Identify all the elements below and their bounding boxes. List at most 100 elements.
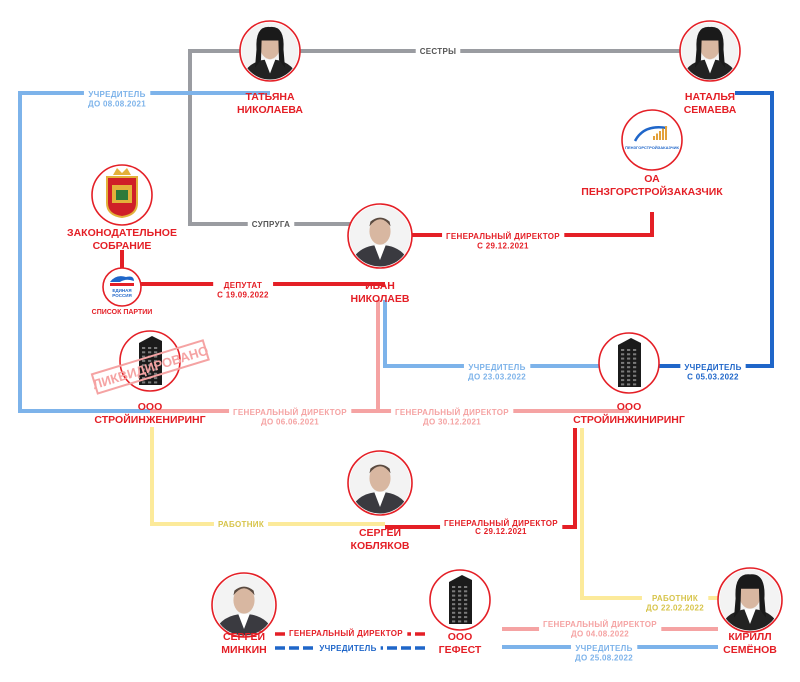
label-background	[463, 362, 531, 383]
label-background	[440, 518, 563, 537]
label-background	[391, 407, 514, 428]
label-koblyakov-worker: РАБОТНИК	[213, 518, 269, 530]
label-background	[415, 45, 461, 57]
label-minkin-founder: УЧРЕДИТЕЛЬ	[315, 642, 381, 654]
label-line: ГЕНЕРАЛЬНЫЙ ДИРЕКТОР	[446, 232, 560, 241]
node-name-line: ЗАКОНОДАТЕЛЬНОЕ	[67, 227, 177, 239]
building-icon	[618, 338, 641, 387]
party-logo-text: РОССИЯ	[112, 293, 131, 298]
node-name-line: СЕМЁНОВ	[723, 643, 777, 656]
node-name-line: СЕРГЕЙ	[223, 630, 265, 643]
node-name-line: ООО	[138, 401, 163, 413]
person-silhouette	[213, 574, 275, 636]
label-line: ДО 08.08.2021	[88, 100, 146, 109]
node-name-line: ООО	[617, 401, 642, 413]
label-line: ДО 06.06.2021	[261, 418, 319, 427]
label-background	[641, 593, 709, 614]
label-line: ДО 25.08.2022	[575, 654, 633, 663]
node-name-line: ИВАН	[365, 280, 395, 292]
label-line: РАБОТНИК	[218, 520, 264, 529]
label-line: ДО 23.03.2022	[468, 373, 526, 382]
node-name-line: СТРОЙИНЖИНИРИНГ	[573, 413, 685, 426]
label-line: СЕСТРЫ	[420, 47, 457, 56]
label-line: ДО 04.08.2022	[571, 630, 629, 639]
node-name-line: СОБРАНИЕ	[93, 240, 152, 252]
edge-spouse	[188, 49, 385, 226]
label-background	[539, 619, 662, 640]
person-silhouette	[349, 205, 411, 267]
node-name-line: КИРИЛЛ	[728, 631, 771, 643]
label-line: ГЕНЕРАЛЬНЫЙ ДИРЕКТОР	[395, 408, 509, 417]
label-background	[570, 643, 638, 664]
party-caption: СПИСОК ПАРТИИ	[92, 309, 153, 316]
node-name-line: НИКОЛАЕВА	[237, 104, 303, 116]
label-line: ГЕНЕРАЛЬНЫЙ ДИРЕКТОР	[444, 519, 558, 528]
node-pgsz: ПЕНЗГОРСТРОЙЗАКАЗЧИКОАПЕНЗГОРСТРОЙЗАКАЗЧ…	[581, 109, 723, 198]
person-silhouette	[349, 452, 411, 514]
label-background	[229, 407, 352, 428]
label-background	[83, 89, 151, 110]
node-name-line: ТАТЬЯНА	[245, 91, 295, 103]
node-name-line: ООО	[448, 631, 473, 643]
coat-of-arms-icon	[106, 168, 138, 219]
label-line: С 29.12.2021	[477, 242, 529, 251]
label-line: УЧРЕДИТЕЛЬ	[319, 644, 376, 653]
label-line: УЧРЕДИТЕЛЬ	[88, 90, 145, 99]
label-background	[680, 362, 746, 383]
edge-koblyakov-worker	[150, 427, 385, 526]
label-line: УЧРЕДИТЕЛЬ	[684, 363, 741, 372]
label-background	[213, 518, 269, 530]
label-background	[442, 231, 565, 252]
company-logo-text: ПЕНЗГОРСТРОЙЗАКАЗЧИК	[625, 145, 679, 150]
label-background	[315, 642, 381, 654]
label-line: ДЕПУТАТ	[224, 281, 263, 290]
party-logo-text: ЕДИНАЯ	[112, 288, 131, 293]
label-line: ГЕНЕРАЛЬНЫЙ ДИРЕКТОР	[289, 629, 403, 638]
label-spouse: СУПРУГА	[247, 218, 295, 230]
company-logo-icon: ПЕНЗГОРСТРОЙЗАКАЗЧИК	[625, 126, 679, 150]
edge-koblyakov-gd	[385, 428, 577, 529]
label-minkin-gd: ГЕНЕРАЛЬНЫЙ ДИРЕКТОР	[285, 627, 408, 639]
label-line: С 29.12.2021	[475, 527, 527, 536]
node-name-line: НАТАЛЬЯ	[685, 91, 735, 103]
node-name-line: КОБЛЯКОВ	[351, 540, 410, 552]
building-icon	[139, 336, 162, 385]
node-name-line: СЕРГЕЙ	[359, 526, 401, 539]
label-line: ГЕНЕРАЛЬНЫЙ ДИРЕКТОР	[233, 408, 347, 417]
building-icon	[449, 575, 472, 624]
node-name-line: СТРОЙИНЖЕНИРИНГ	[94, 413, 205, 426]
label-line: ДО 30.12.2021	[423, 418, 481, 427]
node-name-line: ГЕФЕСТ	[439, 644, 482, 656]
icon-frame	[621, 109, 683, 171]
node-name-line: ОА	[644, 173, 660, 185]
label-line: ДО 22.02.2022	[646, 604, 704, 613]
edge-kirill-worker	[580, 428, 748, 600]
label-line: РАБОТНИК	[652, 594, 698, 603]
node-name-line: ПЕНЗГОРСТРОЙЗАКАЗЧИК	[581, 185, 723, 198]
label-line: УЧРЕДИТЕЛЬ	[575, 644, 632, 653]
label-background	[285, 627, 408, 639]
label-line: С 05.03.2022	[687, 373, 739, 382]
diagram-nodes: ТАТЬЯНАНИКОЛАЕВАНАТАЛЬЯСЕМАЕВАИВАННИКОЛА…	[67, 20, 783, 656]
label-background	[247, 218, 295, 230]
node-name-line: НИКОЛАЕВ	[351, 293, 410, 305]
